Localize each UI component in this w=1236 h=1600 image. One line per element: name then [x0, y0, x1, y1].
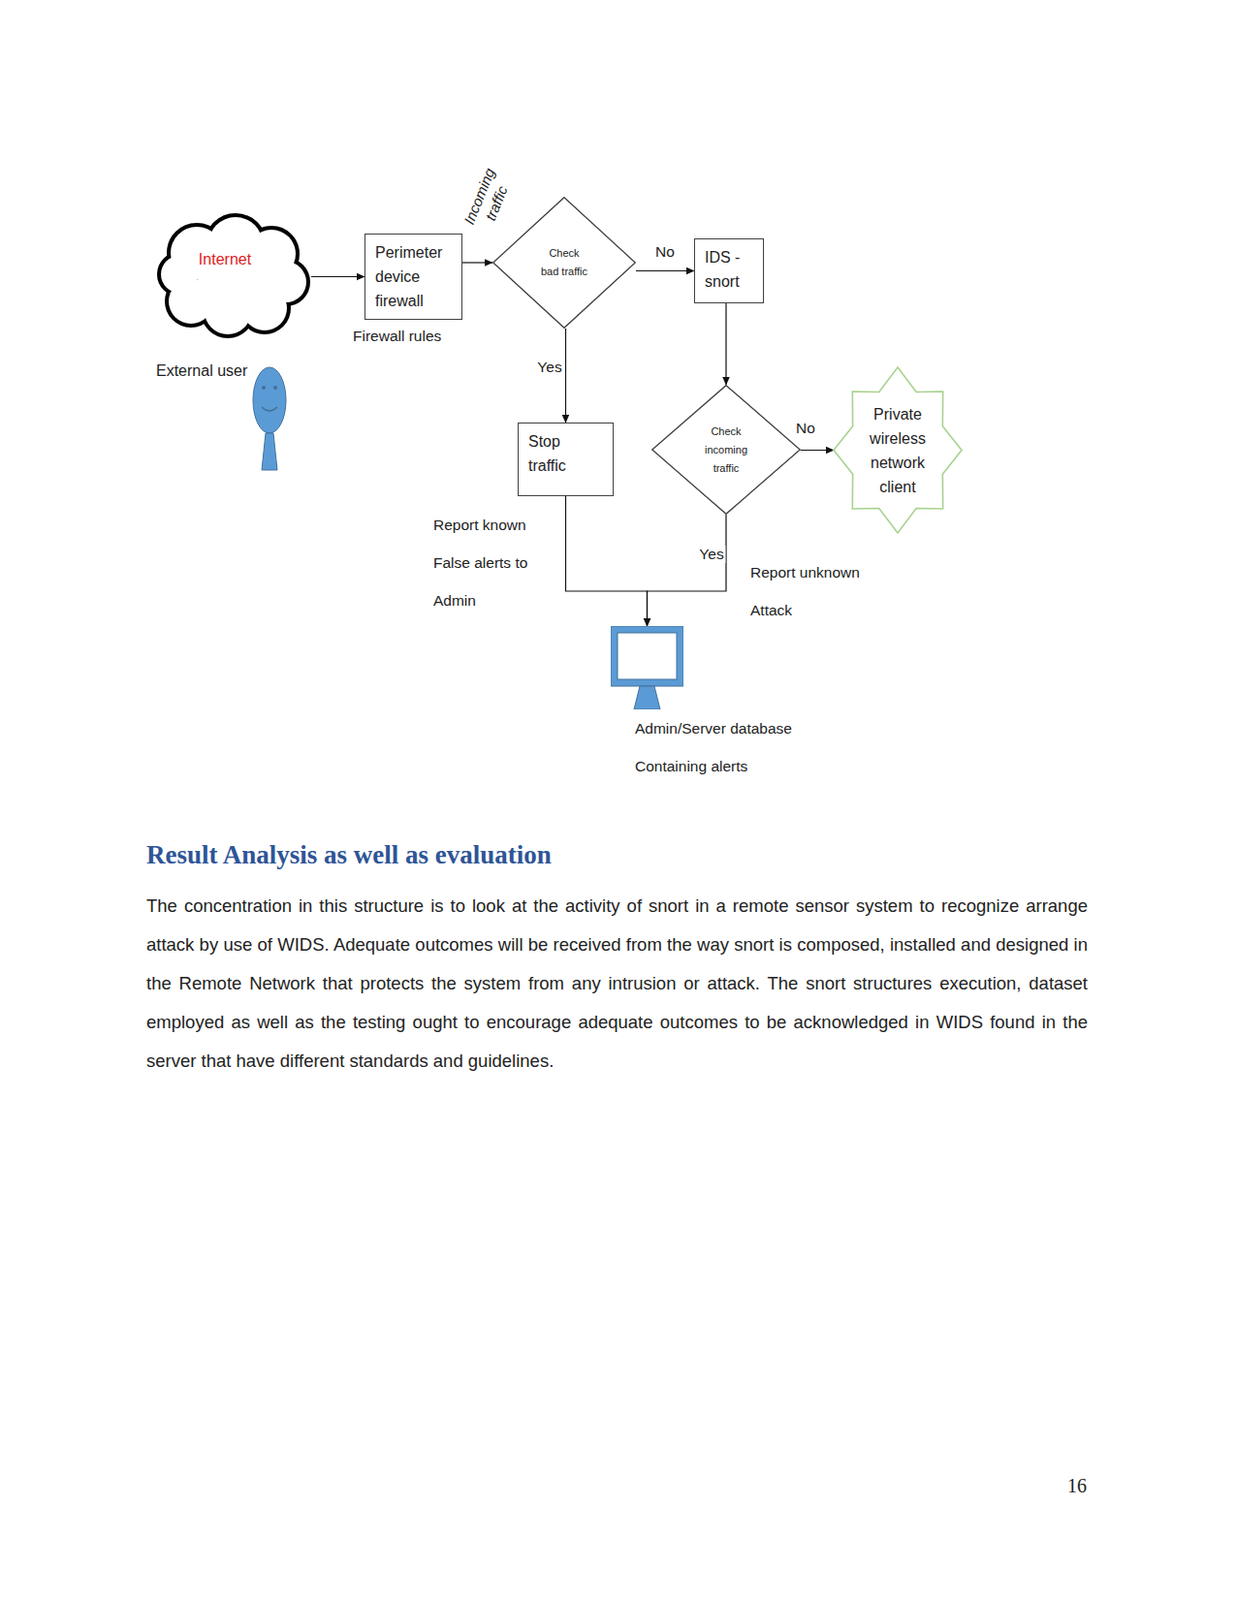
flow-connector [565, 328, 567, 423]
shape-text: Check incoming traffic [696, 422, 757, 478]
process-box: Perimeter device firewallFirewall rules [364, 233, 463, 320]
decision-diamond: Check bad traffic [492, 196, 636, 329]
page-number: 16 [1067, 1475, 1087, 1498]
flow-connector [635, 270, 695, 272]
user-eye [261, 385, 266, 390]
monitor-stand [633, 686, 661, 710]
edge-label: No [653, 243, 677, 261]
edge-label: Yes [697, 545, 726, 564]
shape-outline [492, 196, 636, 329]
shape-text: Check bad traffic [538, 244, 590, 282]
monitor-caption: Admin/Server database Containing alerts [610, 709, 810, 786]
edge-label: No [793, 419, 818, 438]
external-user-figure [253, 367, 286, 471]
flow-connector [647, 514, 728, 627]
shape-text: Private wireless network client [860, 402, 935, 500]
edge-label: Incoming traffic [457, 159, 519, 241]
edge-label: Yes [535, 358, 564, 377]
flow-connector [800, 449, 834, 451]
box-text: Perimeter device firewall [375, 240, 452, 314]
flow-connector [725, 303, 727, 385]
shape-outline [833, 367, 962, 534]
internet-cloud: Internet [158, 214, 312, 337]
user-smile [261, 407, 278, 412]
user-eye [273, 385, 278, 390]
user-body [261, 433, 278, 471]
cloud-label: Internet [198, 251, 252, 269]
flow-connector [462, 261, 493, 263]
monitor-screen [617, 633, 677, 680]
flow-note: Report known False alerts to Admin [433, 506, 544, 620]
flow-note: Report unknown Attack [750, 553, 875, 630]
body-paragraph: The concentration in this structure is t… [146, 887, 1088, 1081]
box-caption: Firewall rules [352, 326, 442, 347]
cloud-fill [160, 217, 307, 335]
diamond-outline [652, 385, 800, 515]
flow-connector [311, 276, 365, 278]
process-box: Stop traffic [517, 422, 614, 497]
flow-connector [566, 496, 648, 627]
admin-monitor: Admin/Server database Containing alerts [610, 626, 834, 786]
diamond-outline [493, 197, 636, 329]
process-box: IDS - snort [694, 238, 764, 304]
shape-outline [158, 214, 312, 337]
box-text: IDS - snort [704, 245, 754, 294]
section-heading: Result Analysis as well as evaluation [146, 840, 552, 871]
star-outline [833, 367, 962, 534]
box-text: Stop traffic [528, 429, 588, 478]
monitor-icon [610, 626, 684, 710]
monitor-frame [610, 626, 684, 687]
cloud-outline [160, 217, 307, 335]
user-head [253, 367, 286, 434]
decision-diamond: Check incoming traffic [651, 384, 801, 515]
actor-label: External user [156, 362, 248, 381]
client-star: Private wireless network client [833, 367, 962, 534]
